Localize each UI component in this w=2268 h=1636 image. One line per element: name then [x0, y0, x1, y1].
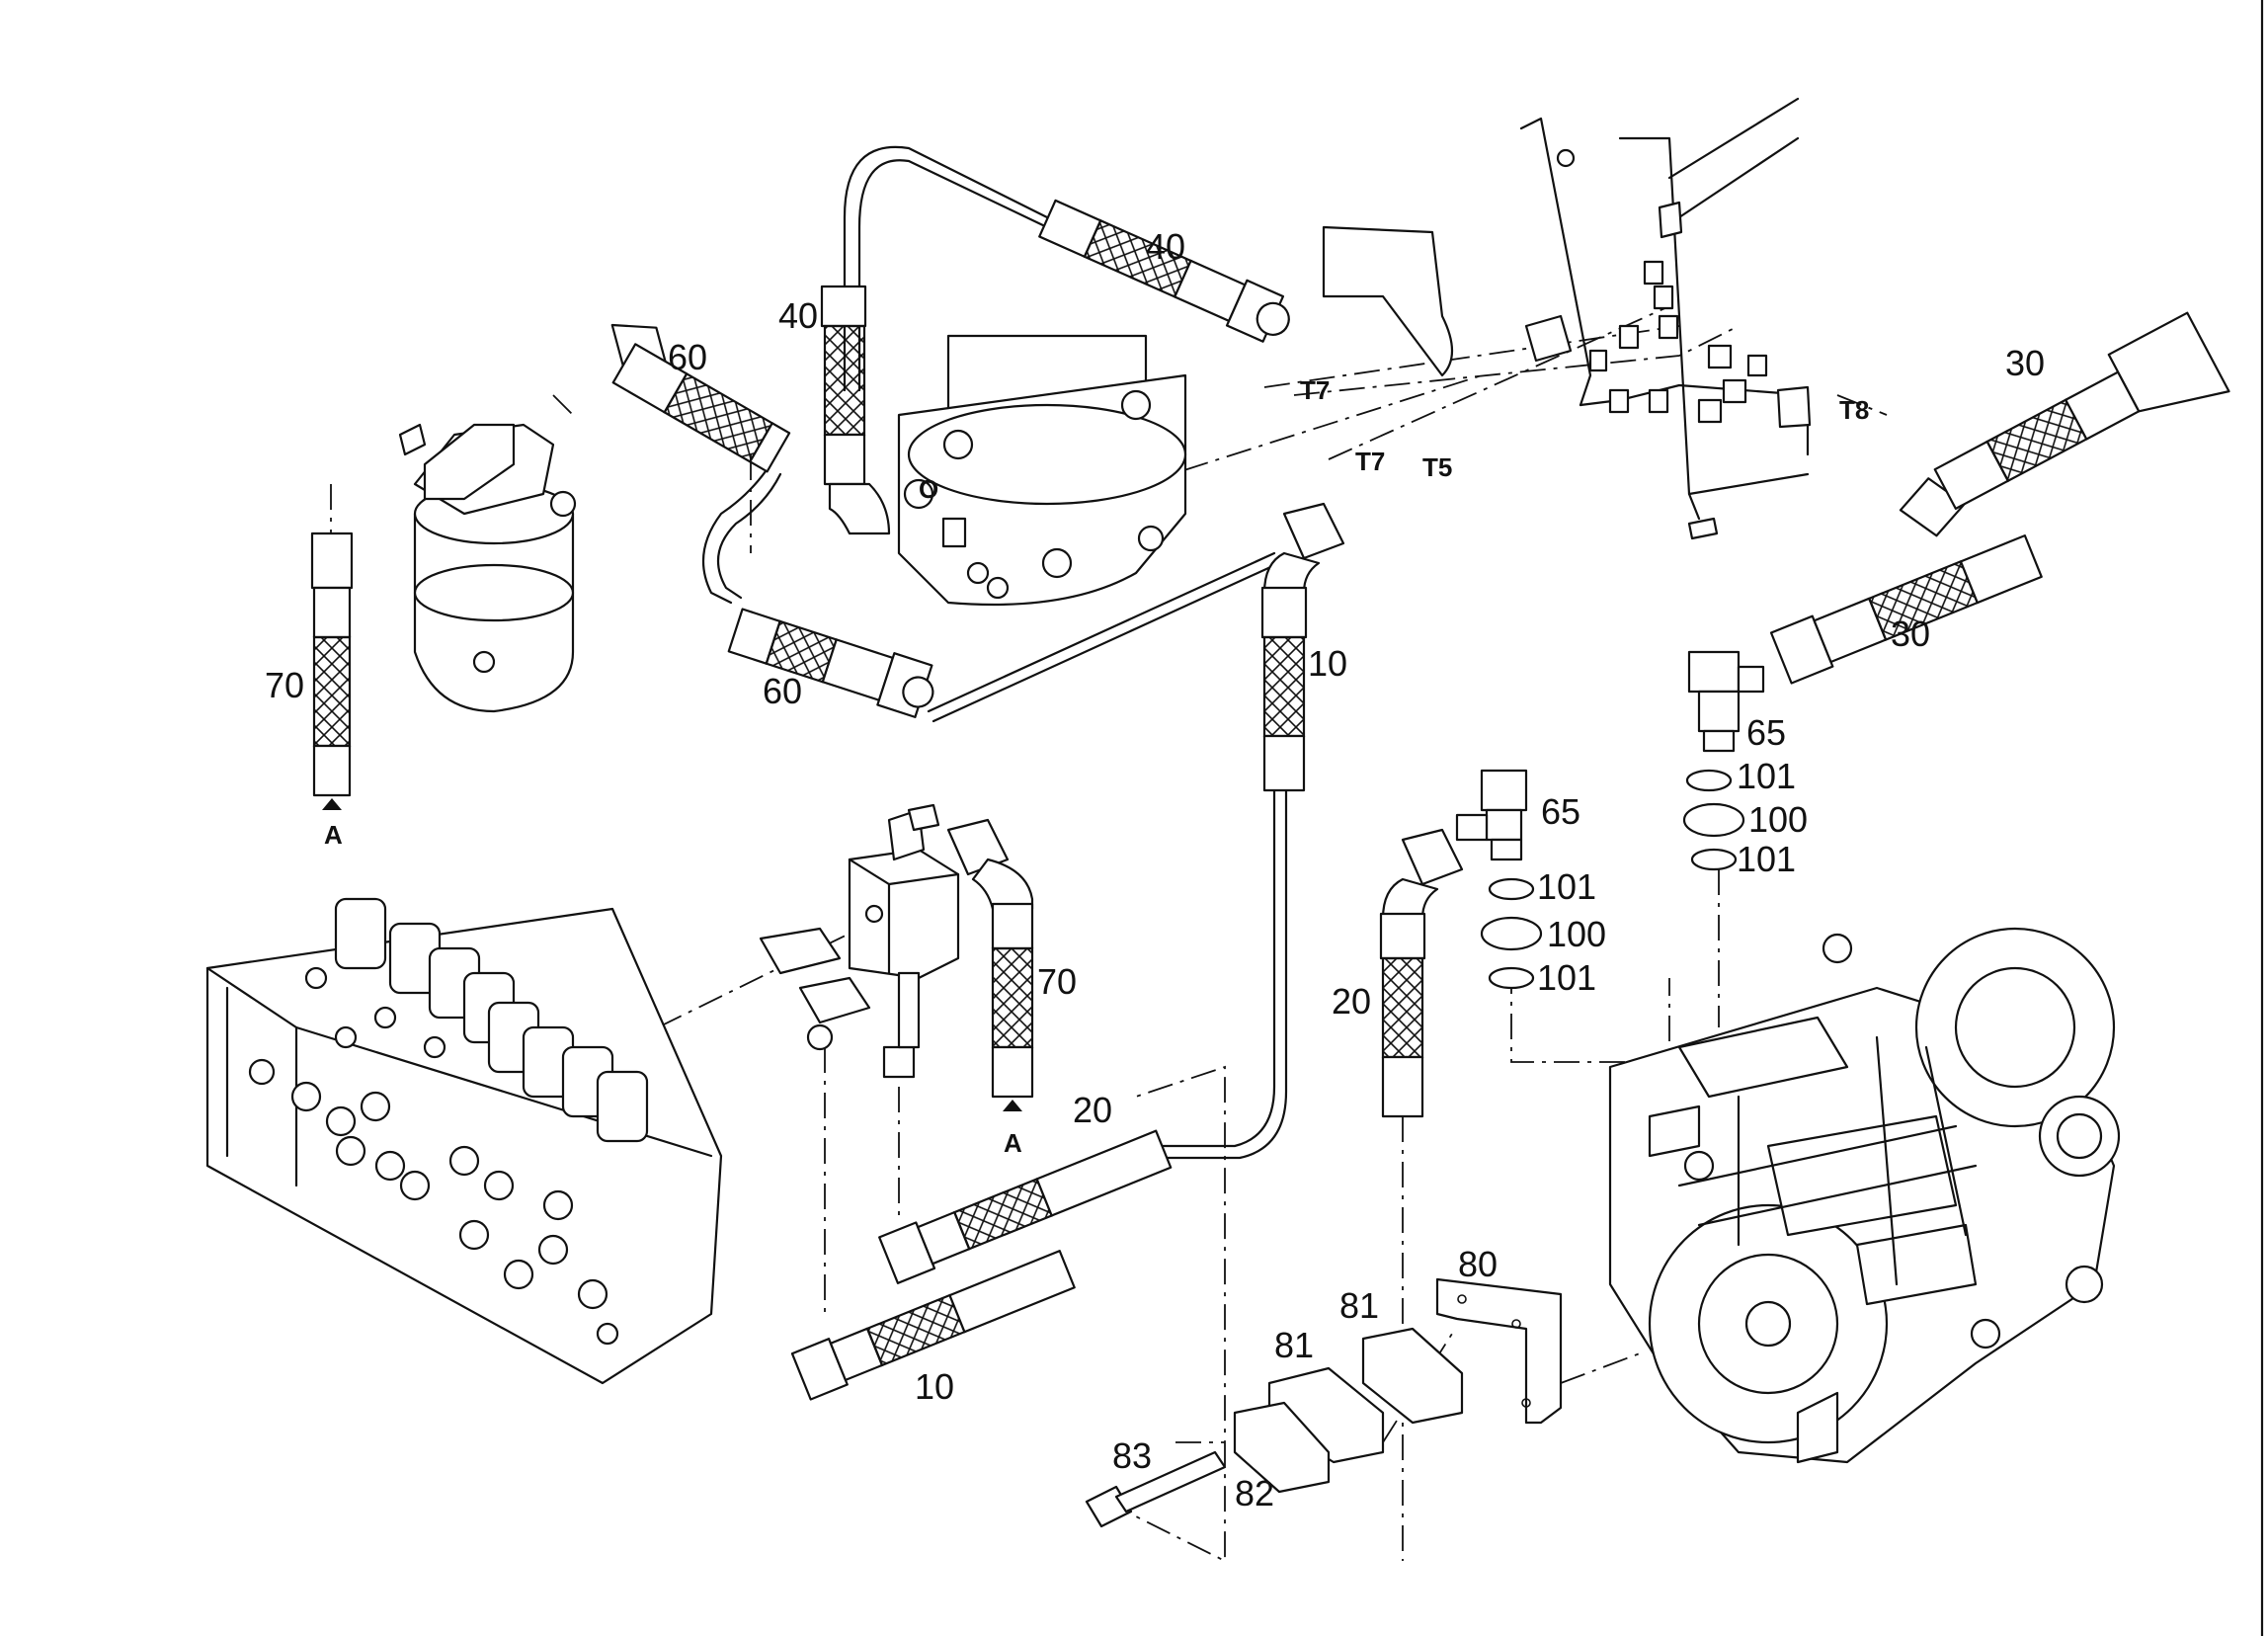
hose-20-vertical [1379, 828, 1464, 1118]
hose-70-center [946, 818, 1034, 1111]
clamp-81-b [1361, 1327, 1464, 1425]
label-hose-20-b: 20 [1073, 1090, 1112, 1130]
label-port-t8: T8 [1839, 395, 1869, 425]
label-port-t7-b: T7 [1355, 447, 1385, 476]
label-seal-100-a: 100 [1748, 799, 1808, 840]
label-seal-101-b: 101 [1737, 839, 1796, 879]
label-port-t7-a: T7 [1300, 375, 1330, 405]
rotary-valve [398, 423, 577, 713]
control-valve-block [205, 897, 723, 1385]
label-fitting-65-b: 65 [1541, 791, 1580, 832]
label-plate-82: 82 [1235, 1473, 1274, 1513]
part-labels: 40 40 60 60 70 70 30 30 10 10 20 20 65 6… [265, 226, 2045, 1513]
seal-101-d [1488, 966, 1535, 990]
seal-101-b [1690, 848, 1738, 871]
valve-manifold [759, 803, 960, 1079]
bolt-83 [1085, 1450, 1227, 1528]
solenoid-cylinders [334, 897, 649, 1143]
block-ports [248, 966, 619, 1346]
label-seal-101-c: 101 [1537, 866, 1596, 907]
label-ref-a-2: A [1004, 1128, 1022, 1158]
seal-101-a [1685, 769, 1733, 792]
bracket-80 [1435, 1277, 1563, 1425]
label-seal-101-a: 101 [1737, 756, 1796, 796]
label-fitting-65-a: 65 [1746, 712, 1786, 753]
label-hose-30-a: 30 [2005, 343, 2045, 383]
label-clamp-81-a: 81 [1274, 1325, 1314, 1365]
hose-70-left [310, 532, 354, 810]
valve-fitting-cluster [1588, 260, 1768, 424]
label-hose-40-b: 40 [778, 295, 818, 336]
cabin-frame [1322, 97, 1812, 540]
label-bolt-83: 83 [1112, 1435, 1152, 1476]
label-hose-70-b: 70 [1037, 961, 1077, 1002]
label-clamp-81-b: 81 [1339, 1285, 1379, 1326]
hose-40-diagonal [1038, 199, 1290, 343]
label-hose-10-a: 10 [1308, 643, 1347, 684]
seal-101-c [1488, 877, 1535, 901]
hoses [310, 199, 2230, 1401]
label-hose-60-a: 60 [668, 337, 707, 377]
label-bracket-80: 80 [1458, 1244, 1498, 1284]
engine [1608, 927, 2121, 1464]
seal-100-b [1480, 916, 1543, 951]
label-hose-40-a: 40 [1146, 226, 1185, 267]
hose-30-upper [1899, 311, 2230, 537]
label-port-t5: T5 [1422, 452, 1452, 482]
label-hose-10-b: 10 [915, 1366, 954, 1407]
seal-100-a [1682, 802, 1745, 838]
hose-30-lower [1769, 534, 2043, 685]
hose-10-vertical [1260, 502, 1345, 792]
label-port-o: O [919, 474, 938, 504]
label-hose-20-a: 20 [1332, 981, 1371, 1022]
fittings-and-seals [1455, 650, 1765, 990]
hose-40-vertical [820, 285, 934, 535]
label-hose-70-a: 70 [265, 665, 304, 705]
pump-housing [897, 334, 1187, 607]
bracket-assembly [1085, 1277, 1563, 1528]
label-hose-60-b: 60 [763, 671, 802, 711]
hose-10-diagonal [790, 1250, 1076, 1401]
tube-lines [701, 145, 1288, 1160]
label-hose-30-b: 30 [1891, 614, 1930, 654]
hose-60-upper [610, 323, 791, 473]
hose-60-lower [727, 608, 934, 718]
fitting-65-lower [1455, 769, 1528, 861]
hose-20-diagonal [878, 1129, 1173, 1284]
plate-82 [1233, 1401, 1331, 1494]
label-ref-a-1: A [324, 820, 343, 850]
fitting-65-upper [1687, 650, 1765, 753]
label-seal-100-b: 100 [1547, 914, 1606, 954]
label-seal-101-d: 101 [1537, 957, 1596, 998]
